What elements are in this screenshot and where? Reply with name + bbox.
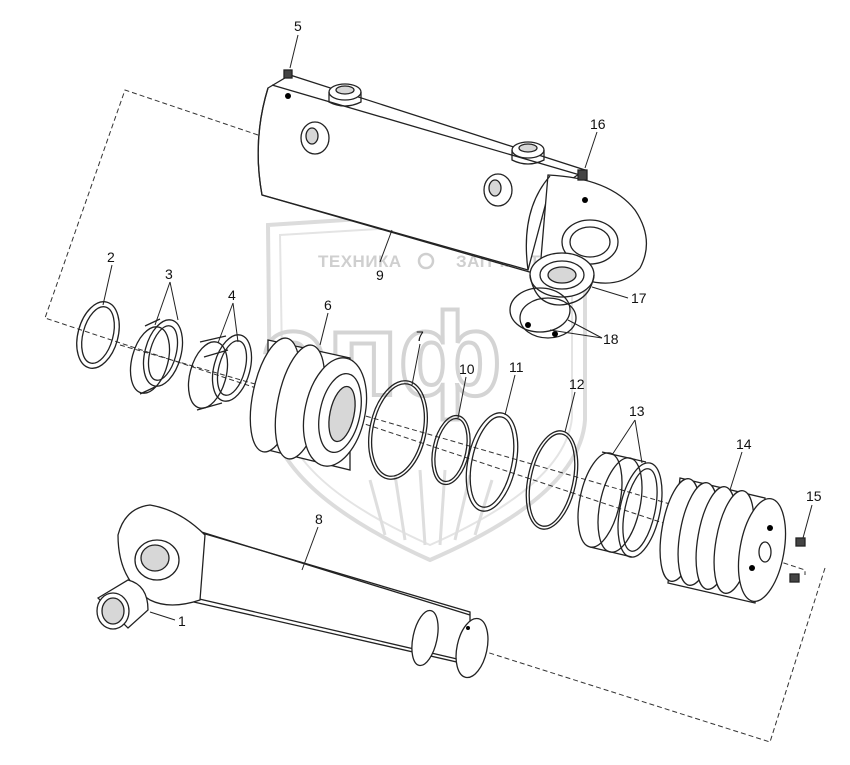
part-4-guide-ring [187,334,253,411]
part-3-seal-ring [129,318,184,395]
callout-2: 2 [107,249,115,265]
part-15-screws [789,537,806,583]
callout-8: 8 [315,511,323,527]
part-18-circlips [509,287,577,339]
callout-15: 15 [806,488,822,504]
callout-5: 5 [294,18,302,34]
callout-1: 1 [178,613,186,629]
part-6-cylinder-head [249,337,368,471]
part-8-piston-rod [117,504,489,679]
leader-lines [102,34,813,621]
callout-12: 12 [569,376,585,392]
callout-14: 14 [736,436,752,452]
callout-10: 10 [459,361,475,377]
assembly-guide-lines [44,89,826,743]
part-9-cylinder-barrel [257,69,648,284]
part-1-bushing [96,579,149,630]
callout-11: 11 [509,359,524,375]
callout-7: 7 [416,328,424,344]
watermark-wheat-icon [368,469,494,546]
watermark-left-word: ТЕХНИКА [318,252,402,271]
part-7-o-ring [368,380,428,480]
watermark-gear-icon [417,252,435,270]
part-12-backup-ring [525,430,579,530]
callout-16: 16 [590,116,606,132]
callout-6: 6 [324,297,332,313]
part-17-spherical-bearing [529,252,595,306]
callout-3: 3 [165,266,173,282]
part-14-piston [659,477,787,604]
callout-17: 17 [631,290,647,306]
callout-labels: 1 2 3 4 5 6 7 8 9 10 11 12 13 14 15 16 1… [107,18,822,629]
callout-4: 4 [228,287,236,303]
part-2-wiper-ring [76,301,120,369]
callout-13: 13 [629,403,645,419]
callout-9: 9 [376,267,384,283]
part-11-o-ring [465,412,519,512]
part-13-guide-rings [577,451,663,558]
callout-18: 18 [603,331,619,347]
